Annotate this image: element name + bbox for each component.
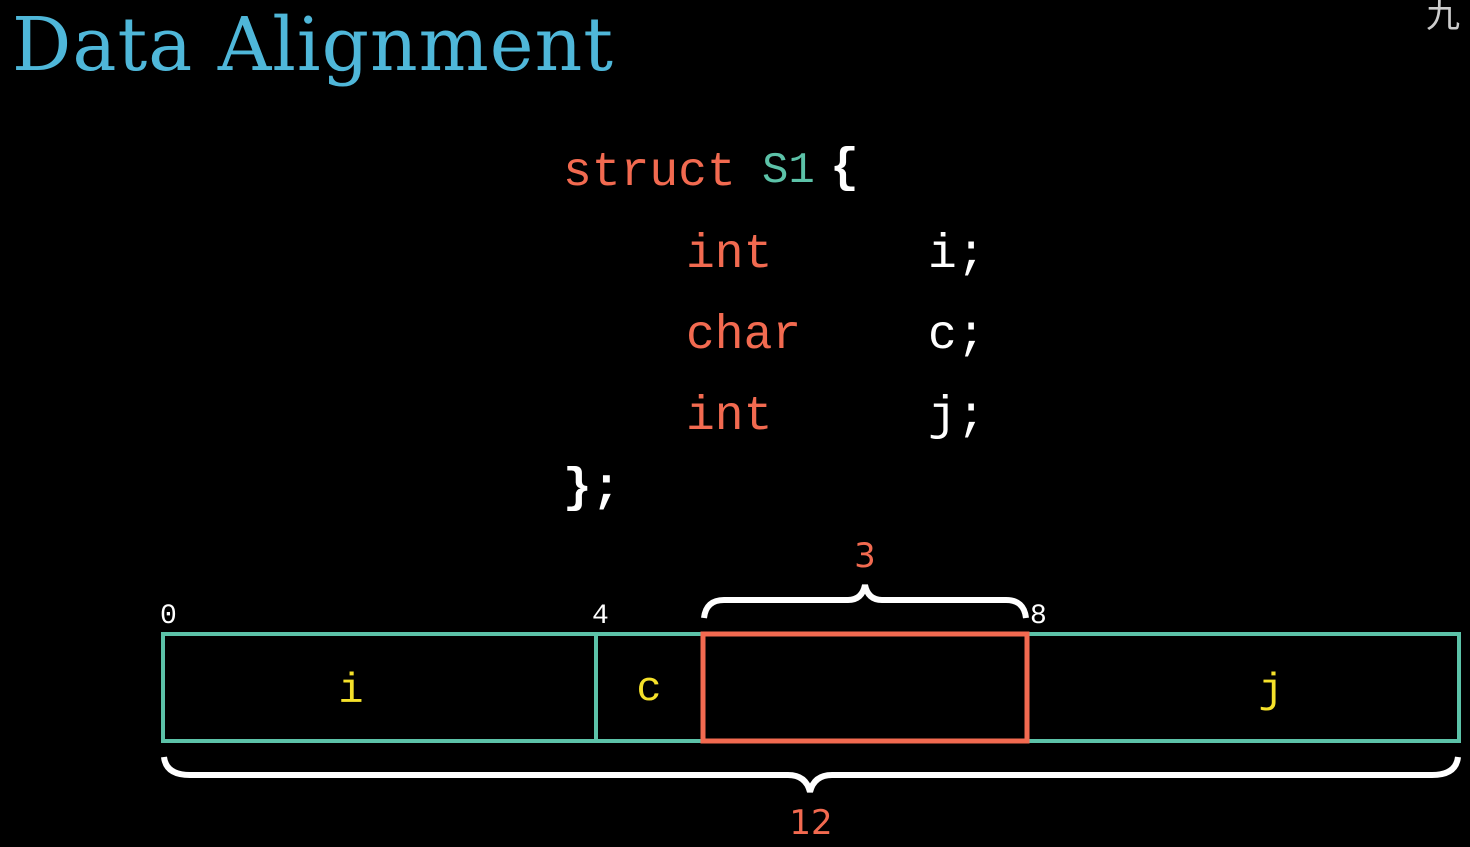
field-type: int <box>686 228 773 282</box>
offset-label: 8 <box>1030 601 1047 632</box>
page-title: Data Alignment <box>12 2 614 88</box>
padding-size-label: 3 <box>854 536 876 576</box>
padding-brace <box>701 584 1029 619</box>
offset-label: 4 <box>592 601 609 632</box>
close-brace: }; <box>563 462 621 516</box>
cell-label-j: j <box>1258 667 1283 715</box>
open-brace: { <box>830 142 859 196</box>
offset-label: 0 <box>160 601 177 632</box>
total-size-label: 12 <box>789 803 832 843</box>
field-type: char <box>686 309 802 363</box>
corner-glyph: 九 <box>1426 0 1460 36</box>
cell-label-c: c <box>636 665 661 713</box>
cell-label-i: i <box>338 667 363 715</box>
struct-keyword: struct <box>563 146 736 200</box>
field-type: int <box>686 390 773 444</box>
total-brace <box>161 756 1461 793</box>
padding-cell <box>700 631 1030 744</box>
field-name: i; <box>928 228 986 282</box>
field-name: j; <box>928 390 986 444</box>
struct-name: S1 <box>762 146 815 196</box>
field-name: c; <box>928 309 986 363</box>
